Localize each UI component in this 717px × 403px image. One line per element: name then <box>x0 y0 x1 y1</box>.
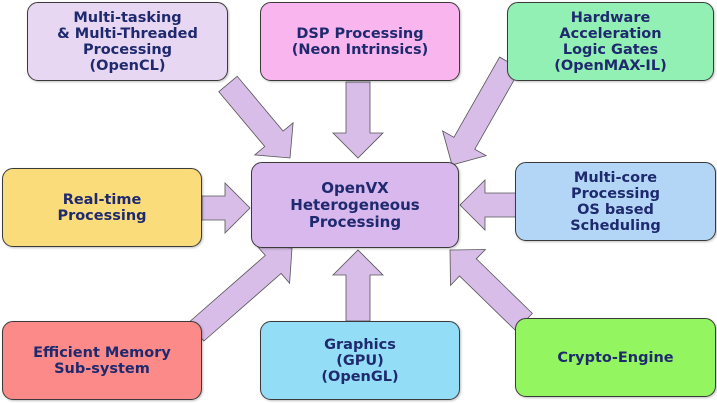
multicore-line-2: Processing <box>570 185 661 202</box>
openvx-center-box: OpenVX Heterogeneous Processing <box>251 162 459 248</box>
dsp-processing-box: DSP Processing (Neon Intrinsics) <box>260 2 460 81</box>
opencl-processing-box: Multi-tasking & Multi-Threaded Processin… <box>27 2 228 81</box>
memory-line-2: Sub-system <box>54 360 150 377</box>
realtime-line-2: Processing <box>57 207 147 224</box>
efficient-memory-box: Efficient Memory Sub-system <box>2 321 202 400</box>
arrow-from-dsp <box>332 81 384 159</box>
arrow-from-crypto <box>449 249 533 332</box>
hwaccel-line-3: Logic Gates <box>562 41 659 58</box>
hwaccel-line-2: Acceleration <box>559 25 662 42</box>
graphics-line-1: Graphics <box>324 336 396 353</box>
hardware-acceleration-box: Hardware Acceleration Logic Gates (OpenM… <box>507 2 714 81</box>
graphics-gpu-box: Graphics (GPU) (OpenGL) <box>260 321 460 400</box>
arrow-from-graphics <box>332 249 384 322</box>
graphics-line-3: (OpenGL) <box>321 368 399 385</box>
real-time-processing-box: Real-time Processing <box>2 168 202 247</box>
realtime-line-1: Real-time <box>62 191 142 208</box>
memory-line-1: Efficient Memory <box>33 344 171 361</box>
crypto-line-1: Crypto-Engine <box>557 349 674 366</box>
hwaccel-line-4: (OpenMAX-IL) <box>554 57 667 74</box>
opencl-line-4: (OpenCL) <box>89 57 166 74</box>
multicore-line-1: Multi-core <box>573 169 658 186</box>
center-line-1: OpenVX <box>321 178 389 197</box>
opencl-line-1: Multi-tasking <box>73 9 182 26</box>
graphics-line-2: (GPU) <box>336 352 384 369</box>
multicore-line-4: Scheduling <box>570 217 661 234</box>
crypto-engine-box: Crypto-Engine <box>515 318 716 397</box>
arrow-from-opencl <box>218 75 294 159</box>
arrow-from-hwaccel <box>441 56 521 166</box>
arrow-from-realtime <box>201 182 251 234</box>
opencl-line-3: Processing <box>82 41 173 58</box>
opencl-line-2: & Multi-Threaded <box>57 25 198 42</box>
arrow-from-multicore <box>459 179 517 231</box>
dsp-line-1: DSP Processing <box>296 25 424 42</box>
multicore-line-3: OS based <box>577 201 654 218</box>
hwaccel-line-1: Hardware <box>570 9 651 26</box>
center-line-2: Heterogeneous <box>290 195 420 214</box>
dsp-line-2: (Neon Intrinsics) <box>291 41 429 58</box>
multi-core-processing-box: Multi-core Processing OS based Schedulin… <box>515 162 716 241</box>
center-line-3: Processing <box>308 212 402 231</box>
